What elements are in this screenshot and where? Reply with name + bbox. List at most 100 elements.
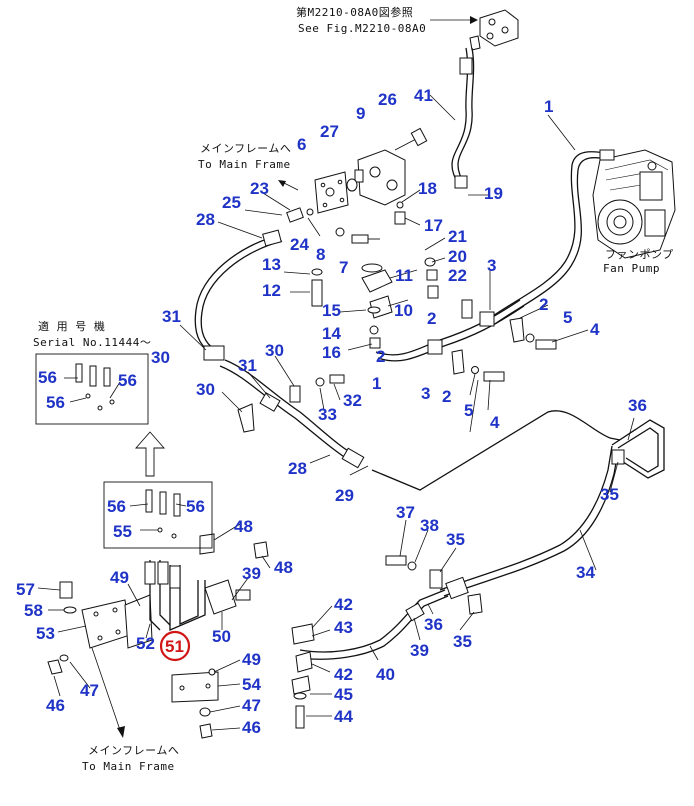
callout-5b[interactable]: 5 bbox=[464, 401, 473, 420]
callout-20[interactable]: 20 bbox=[448, 247, 467, 266]
callout-47b[interactable]: 47 bbox=[242, 696, 261, 715]
fitting-24 bbox=[286, 207, 304, 223]
callout-52[interactable]: 52 bbox=[136, 634, 155, 653]
callout-31b[interactable]: 31 bbox=[238, 356, 257, 375]
callout-19[interactable]: 19 bbox=[484, 184, 503, 203]
callout-34[interactable]: 34 bbox=[576, 563, 595, 582]
callout-1b[interactable]: 1 bbox=[372, 374, 381, 393]
callout-28b[interactable]: 28 bbox=[288, 459, 307, 478]
callout-57[interactable]: 57 bbox=[16, 580, 35, 599]
callout-16[interactable]: 16 bbox=[322, 343, 341, 362]
inset-lower-parts bbox=[145, 489, 181, 539]
callout-30b[interactable]: 30 bbox=[265, 341, 284, 360]
callout-31[interactable]: 31 bbox=[162, 307, 181, 326]
bolt-26 bbox=[394, 137, 419, 151]
callout-56d[interactable]: 56 bbox=[107, 497, 126, 516]
callout-49[interactable]: 49 bbox=[110, 568, 129, 587]
note-mainframe-top-jp: メインフレームへ bbox=[200, 142, 291, 155]
callout-12[interactable]: 12 bbox=[262, 281, 281, 300]
note-mainframe-bottom-en: To Main Frame bbox=[82, 760, 175, 773]
callout-6[interactable]: 6 bbox=[297, 135, 306, 154]
callout-55[interactable]: 55 bbox=[113, 522, 132, 541]
callout-10[interactable]: 10 bbox=[394, 301, 413, 320]
callout-56c[interactable]: 56 bbox=[118, 371, 137, 390]
note-ref-jp: 第M2210-08A0図参照 bbox=[296, 5, 413, 19]
callout-32[interactable]: 32 bbox=[343, 391, 362, 410]
callout-33[interactable]: 33 bbox=[318, 405, 337, 424]
callout-37[interactable]: 37 bbox=[396, 503, 415, 522]
callout-7[interactable]: 7 bbox=[339, 258, 348, 277]
note-serial-en: Serial No.11444〜 bbox=[33, 336, 151, 349]
callout-43[interactable]: 43 bbox=[334, 618, 353, 637]
callout-18[interactable]: 18 bbox=[418, 179, 437, 198]
callout-13[interactable]: 13 bbox=[262, 255, 281, 274]
callout-22[interactable]: 22 bbox=[448, 266, 467, 285]
callout-36[interactable]: 36 bbox=[628, 396, 647, 415]
highlighted-callout-51[interactable]: 51 bbox=[159, 630, 191, 662]
callout-47[interactable]: 47 bbox=[80, 681, 99, 700]
callout-41[interactable]: 41 bbox=[414, 86, 433, 105]
callout-40[interactable]: 40 bbox=[376, 665, 395, 684]
callout-1[interactable]: 1 bbox=[544, 97, 553, 116]
callout-17[interactable]: 17 bbox=[424, 216, 443, 235]
callout-25[interactable]: 25 bbox=[222, 193, 241, 212]
callout-39b[interactable]: 39 bbox=[410, 641, 429, 660]
callout-3b[interactable]: 3 bbox=[421, 384, 430, 403]
callout-2d[interactable]: 2 bbox=[442, 387, 451, 406]
callout-58[interactable]: 58 bbox=[24, 601, 43, 620]
callouts: 1 1 2 2 2 2 3 3 4 4 5 5 6 7 8 9 10 11 12… bbox=[16, 86, 647, 737]
callout-15[interactable]: 15 bbox=[322, 301, 341, 320]
callout-56[interactable]: 56 bbox=[38, 368, 57, 387]
tube-51 bbox=[169, 565, 206, 631]
callout-29[interactable]: 29 bbox=[335, 486, 354, 505]
callout-35b[interactable]: 35 bbox=[446, 530, 465, 549]
valve-9 bbox=[354, 149, 406, 206]
callout-42[interactable]: 42 bbox=[334, 595, 353, 614]
note-mainframe-bottom-jp: メインフレームへ bbox=[88, 744, 179, 757]
manifold-50 bbox=[204, 579, 237, 615]
callout-49b[interactable]: 49 bbox=[242, 650, 261, 669]
callout-45[interactable]: 45 bbox=[334, 685, 353, 704]
callout-4b[interactable]: 4 bbox=[490, 413, 500, 432]
callout-56e[interactable]: 56 bbox=[186, 497, 205, 516]
callout-9[interactable]: 9 bbox=[356, 104, 365, 123]
callout-48b[interactable]: 48 bbox=[274, 558, 293, 577]
callout-23[interactable]: 23 bbox=[250, 179, 269, 198]
callout-36b[interactable]: 36 bbox=[424, 615, 443, 634]
callout-24[interactable]: 24 bbox=[290, 235, 309, 254]
callout-30[interactable]: 30 bbox=[151, 348, 170, 367]
callout-30c[interactable]: 30 bbox=[196, 380, 215, 399]
callout-56b[interactable]: 56 bbox=[46, 393, 65, 412]
callout-46[interactable]: 46 bbox=[46, 696, 65, 715]
leader-lines bbox=[37, 94, 635, 731]
callout-5[interactable]: 5 bbox=[563, 308, 572, 327]
note-serial-jp: 適 用 号 機 bbox=[38, 319, 105, 333]
callout-39[interactable]: 39 bbox=[242, 564, 261, 583]
callout-2[interactable]: 2 bbox=[539, 295, 548, 314]
callout-4[interactable]: 4 bbox=[590, 320, 600, 339]
callout-2c[interactable]: 2 bbox=[376, 347, 385, 366]
callout-28[interactable]: 28 bbox=[196, 210, 215, 229]
callout-11[interactable]: 11 bbox=[395, 266, 413, 285]
callout-54[interactable]: 54 bbox=[242, 675, 261, 694]
valve-block-top bbox=[469, 9, 519, 51]
callout-3[interactable]: 3 bbox=[487, 256, 496, 275]
callout-26[interactable]: 26 bbox=[378, 90, 397, 109]
callout-44[interactable]: 44 bbox=[334, 707, 353, 726]
callout-8[interactable]: 8 bbox=[316, 245, 325, 264]
callout-14[interactable]: 14 bbox=[322, 324, 341, 343]
inset-box-lower bbox=[103, 481, 213, 549]
callout-21[interactable]: 21 bbox=[448, 227, 467, 246]
callout-35c[interactable]: 35 bbox=[453, 632, 472, 651]
inset-arrow-up bbox=[135, 431, 165, 477]
callout-38[interactable]: 38 bbox=[420, 516, 439, 535]
callout-27[interactable]: 27 bbox=[320, 122, 339, 141]
callout-42b[interactable]: 42 bbox=[334, 665, 353, 684]
callout-48[interactable]: 48 bbox=[234, 517, 253, 536]
callout-35[interactable]: 35 bbox=[600, 485, 619, 504]
callout-50[interactable]: 50 bbox=[212, 627, 231, 646]
callout-2b[interactable]: 2 bbox=[427, 309, 436, 328]
callout-53[interactable]: 53 bbox=[36, 624, 55, 643]
callout-46b[interactable]: 46 bbox=[242, 718, 261, 737]
